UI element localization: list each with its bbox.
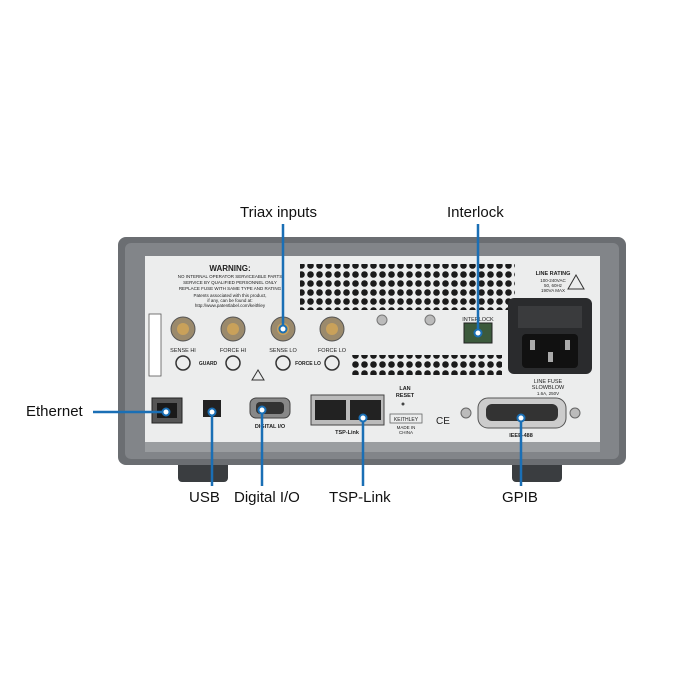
connector-label: SENSE LO [269, 348, 297, 354]
lan-reset-label: RESET [396, 393, 415, 399]
vent-grille-top [300, 264, 515, 310]
warning-title: WARNING: [209, 264, 250, 273]
warning-line: NO INTERNAL OPERATOR SERVICEABLE PARTS [178, 274, 282, 279]
line-fuse-line: SLOWBLOW [532, 385, 565, 391]
guard-label: GUARD [199, 361, 218, 367]
patent-line: Patents associated with this product, [193, 293, 266, 298]
screw-icon [376, 314, 388, 326]
callout-tsp-link: TSP-Link [329, 489, 391, 506]
lan-reset-button [401, 402, 405, 406]
connector-label: FORCE HI [220, 348, 247, 354]
panel-bottom-edge [145, 442, 600, 452]
line-fuse-line: 1.6A, 250V [537, 391, 559, 396]
callout-triax-inputs: Triax inputs [240, 204, 317, 221]
callout-interlock: Interlock [447, 204, 504, 221]
serial-sticker [148, 313, 162, 377]
line-fuse-line: LINE FUSE [534, 379, 563, 385]
screw-icon [424, 314, 436, 326]
brand-box [389, 413, 423, 424]
line-rating-line: 50, 60Hz [544, 283, 563, 288]
ce-mark: CE [436, 416, 450, 427]
callout-gpib: GPIB [502, 489, 538, 506]
tsp-link-ports [310, 394, 385, 426]
vent-grille-bottom [352, 355, 502, 375]
connector-label: SENSE HI [170, 348, 196, 354]
callout-ethernet: Ethernet [26, 403, 83, 420]
digital-io-port [249, 397, 291, 419]
screw-icon [460, 407, 472, 419]
callout-usb: USB [189, 489, 220, 506]
warning-line: REPLACE FUSE WITH SAME TYPE AND RATING [179, 286, 282, 291]
callout-digital-io: Digital I/O [234, 489, 300, 506]
warning-triangle-icon [251, 369, 265, 381]
made-in-label: MADE IN [397, 425, 416, 430]
lan-reset-label: LAN [399, 386, 410, 392]
line-rating-title: LINE RATING [536, 271, 571, 277]
line-rating-line: 190VA MAX [541, 288, 565, 293]
warning-triangle-icon [567, 273, 585, 290]
brand-label: KEITHLEY [394, 417, 419, 423]
digital-io-panel-label: DIGITAL I/O [255, 424, 286, 430]
callout-lines [93, 224, 523, 486]
patent-line: http://www.patentlabel.com/keithley [195, 303, 266, 308]
force-lo-label: FORCE LO [295, 361, 321, 367]
line-rating-line: 100-240VAC [540, 278, 566, 283]
gpib-port [477, 397, 567, 429]
tsp-panel-label: TSP-Link [335, 430, 360, 436]
warning-line: SERVICE BY QUALIFIED PERSONNEL ONLY [183, 280, 277, 285]
screw-icon [569, 407, 581, 419]
connector-label: FORCE LO [318, 348, 347, 354]
callout-dots [161, 324, 526, 423]
patent-line: if any, can be found at: [207, 298, 252, 303]
power-inlet [508, 298, 592, 374]
made-in-label: CHINA [399, 430, 413, 435]
